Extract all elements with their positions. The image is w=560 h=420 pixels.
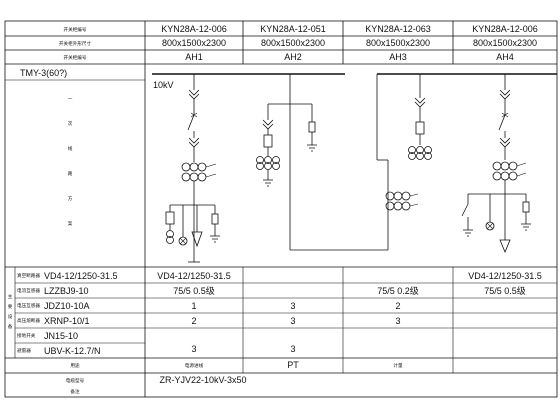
equipment-model: JDZ10-10A xyxy=(44,301,90,311)
header-cell: AH2 xyxy=(284,52,302,62)
header-cell: AH1 xyxy=(185,52,203,62)
breaker-icon xyxy=(498,114,506,131)
equipment-cell: 75/5 0.5级 xyxy=(484,285,526,296)
header-cell: 800x1500x2300 xyxy=(162,38,226,48)
voltage-transformer-icon xyxy=(166,230,174,238)
side-label-char: 一 xyxy=(68,96,73,101)
ground-icon xyxy=(210,235,220,243)
header-rows: 开关柜编号 KYN28A-12-006 KYN28A-12-051 KYN28A… xyxy=(20,24,538,78)
main-equipment-char: 要 xyxy=(8,304,13,310)
equipment-cell: 75/5 0.5级 xyxy=(173,285,215,296)
equipment-cell: 75/5 0.2级 xyxy=(377,285,419,296)
plug-contact-icon xyxy=(414,97,426,108)
ground-icon xyxy=(263,179,273,187)
equipment-label: 避雷器 xyxy=(17,347,31,354)
purpose-cell: PT xyxy=(287,360,299,370)
plug-contact-icon xyxy=(499,89,511,100)
equipment-model: LZZBJ9-10 xyxy=(44,286,89,296)
header-cell: 800x1500x2300 xyxy=(366,38,430,48)
plug-contact-icon xyxy=(499,137,511,148)
feeder-ah1 xyxy=(165,74,220,263)
plug-contact-icon xyxy=(188,89,200,100)
header-label-dimensions: 开关柜外形尺寸 xyxy=(59,40,92,47)
equipment-cell: 2 xyxy=(191,316,196,326)
cable-label: 电缆型号 xyxy=(66,377,85,384)
equipment-label: 接地开关 xyxy=(17,332,36,339)
equipment-cell: 3 xyxy=(290,316,295,326)
cable-value: ZR-YJV22-10kV-3x50 xyxy=(159,375,246,385)
indicator-lamp-icon xyxy=(485,221,495,231)
equipment-cell: 2 xyxy=(395,301,400,311)
equipment-cell: VD4-12/1250-31.5 xyxy=(468,271,542,281)
breaker-icon xyxy=(187,114,195,131)
header-cell: KYN28A-12-006 xyxy=(472,24,538,34)
equipment-model: XRNP-10/1 xyxy=(44,316,90,326)
equipment-label: 真空断路器 xyxy=(17,272,40,279)
equipment-cell: 3 xyxy=(191,344,196,354)
fuse-icon xyxy=(263,134,273,148)
side-label-char: 方 xyxy=(68,195,73,202)
purpose-label: 用途 xyxy=(70,362,80,369)
plug-contact-icon xyxy=(262,119,274,130)
side-label-char: 线 xyxy=(68,145,73,151)
ground-icon xyxy=(463,229,473,237)
header-cell: AH4 xyxy=(496,52,514,62)
equipment-cell: VD4-12/1250-31.5 xyxy=(157,271,231,281)
header-label-cabinet-no: 开关柜编号 xyxy=(64,26,87,33)
feeder-ah2 xyxy=(256,74,388,251)
header-cell: 800x1500x2300 xyxy=(473,38,537,48)
header-cell: KYN28A-12-006 xyxy=(161,24,227,34)
equipment-label: 电流互感器 xyxy=(17,287,40,294)
main-equipment-char: 主 xyxy=(8,293,13,299)
equipment-cell: 3 xyxy=(290,344,295,354)
main-equipment-char: 设 xyxy=(8,313,13,320)
remark-label: 备注 xyxy=(70,388,80,395)
header-cell: KYN28A-12-051 xyxy=(260,24,326,34)
surge-arrester-icon xyxy=(191,231,203,248)
voltage-transformer-icon xyxy=(256,156,264,164)
header-label-panel-no: 开关柜编号 xyxy=(64,54,87,61)
header-cell: 800x1500x2300 xyxy=(261,38,325,48)
earth-switch-icon xyxy=(211,213,219,225)
current-transformer-icon xyxy=(189,162,199,172)
feeder-ah4 xyxy=(461,74,531,254)
ground-icon xyxy=(307,144,317,152)
surge-arrester-icon xyxy=(522,201,530,213)
equipment-label: 高压熔断器 xyxy=(17,317,40,324)
main-equipment-char: 备 xyxy=(8,323,13,330)
equipment-cell: 3 xyxy=(395,316,400,326)
feeder-ah3 xyxy=(376,74,432,250)
cable-terminal-icon xyxy=(499,239,511,254)
current-transformer-icon xyxy=(500,161,510,171)
purpose-cell: 计量 xyxy=(393,362,403,369)
earth-switch-icon xyxy=(461,203,469,217)
equipment-cell: 1 xyxy=(191,301,196,311)
side-label-char: 路 xyxy=(68,170,73,177)
diagram-area: 10kV xyxy=(152,73,557,263)
fuse-icon xyxy=(165,211,175,225)
header-cell: KYN28A-12-063 xyxy=(365,24,431,34)
equipment-model: VD4-12/1250-31.5 xyxy=(44,271,118,281)
side-label-char: 次 xyxy=(68,120,73,127)
surge-arrester-icon xyxy=(308,121,316,133)
ground-icon xyxy=(521,223,531,231)
equipment-label: 电压互感器 xyxy=(17,302,40,309)
equipment-model: UBV-K-12.7/N xyxy=(44,346,101,356)
table-grid xyxy=(4,20,558,398)
voltage-transformer-icon xyxy=(408,146,416,154)
purpose-cell: 电源进线 xyxy=(185,362,204,369)
indicator-lamp-icon xyxy=(178,236,188,246)
equipment-model: JN15-10 xyxy=(44,331,78,341)
plug-contact-icon xyxy=(188,137,200,148)
side-label-char: 案 xyxy=(68,220,73,227)
fuse-icon xyxy=(415,121,425,135)
diagram-side-label: 一 次 线 路 方 案 xyxy=(68,96,73,227)
equipment-section: 主 要 设 备 真空断路器 VD4-12/1250-31.5 VD4-12/12… xyxy=(8,271,542,395)
busbar-label: TMY-3(60?) xyxy=(20,68,67,78)
header-cell: AH3 xyxy=(389,52,407,62)
current-transformer-icon xyxy=(393,191,403,201)
voltage-label: 10kV xyxy=(153,80,174,90)
equipment-cell: 3 xyxy=(290,301,295,311)
